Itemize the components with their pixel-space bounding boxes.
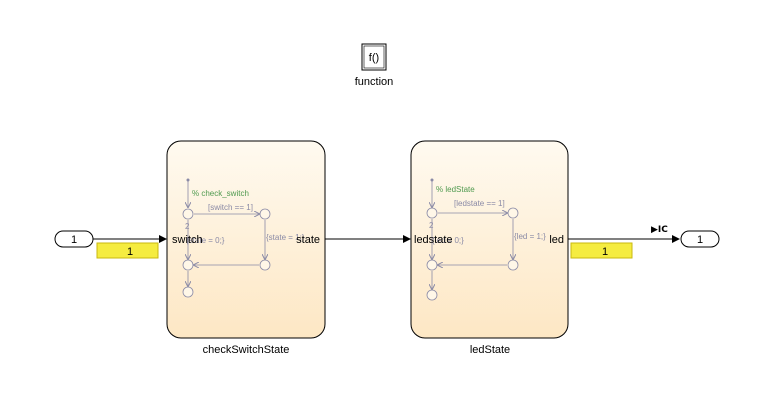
chart2-action-side: {led = 1;}	[514, 232, 546, 241]
svg-text:1: 1	[602, 246, 608, 258]
chart2-name: ledState	[470, 344, 510, 356]
signal-display-2: 1	[570, 242, 633, 259]
chart-ledState[interactable]: % ledState [ledstate == 1] {led = 1;} {l…	[410, 140, 569, 339]
chart-checkSwitchState[interactable]: % check_switch [switch == 1] {state = 1;…	[166, 140, 326, 339]
outport-block[interactable]: 1	[680, 230, 720, 248]
svg-text:1: 1	[127, 246, 133, 258]
chart2-action-left: {led = 0;}	[432, 236, 464, 245]
function-block[interactable]: f()	[361, 43, 387, 71]
function-icon: f()	[369, 52, 379, 64]
chart2-mini-diagram: % ledState [ledstate == 1] {led = 1;} {l…	[426, 178, 546, 301]
chart1-name: checkSwitchState	[203, 344, 290, 356]
ic-marker: ▶IC	[651, 225, 668, 235]
chart2-condition: [ledstate == 1]	[454, 199, 505, 208]
inport-number: 1	[71, 234, 77, 246]
chart2-input-port: ledstate	[414, 234, 453, 246]
chart1-input-port: switch	[172, 234, 203, 246]
chart1-priority: 2	[185, 222, 190, 231]
chart2-output-port: led	[549, 234, 564, 246]
outport-number: 1	[697, 234, 703, 246]
chart1-comment: % check_switch	[192, 189, 249, 198]
function-label: function	[355, 76, 394, 88]
chart1-condition: [switch == 1]	[208, 203, 253, 212]
chart1-mini-diagram: % check_switch [switch == 1] {state = 1;…	[182, 178, 305, 298]
chart1-action-left: {state = 0;}	[186, 236, 225, 245]
chart1-output-port: state	[296, 234, 320, 246]
inport-block[interactable]: 1	[54, 230, 94, 248]
signal-display-1: 1	[96, 242, 159, 259]
chart2-comment: % ledState	[436, 185, 475, 194]
chart2-priority: 2	[429, 221, 434, 230]
chart1-action-side: {state = 1;}	[266, 233, 305, 242]
